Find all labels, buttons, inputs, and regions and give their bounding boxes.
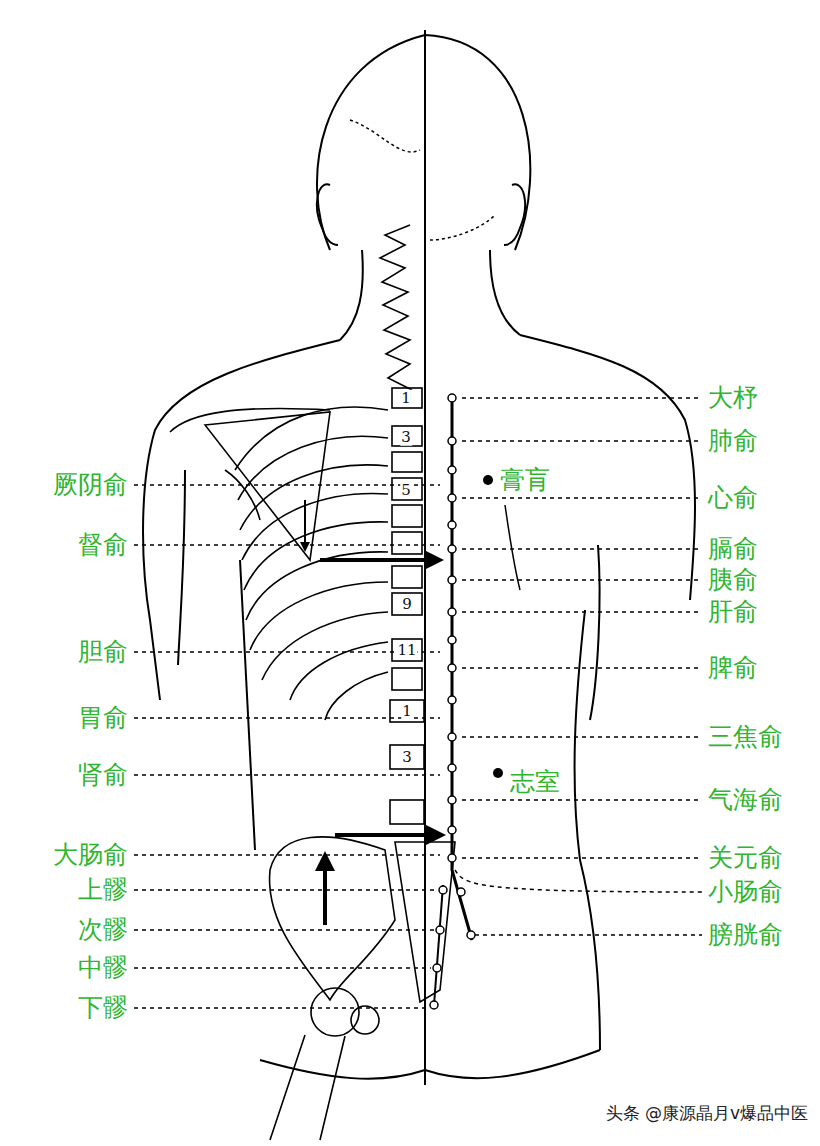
acupoint-label: 次髎	[78, 916, 128, 944]
acupoint-label: 志室	[510, 768, 560, 796]
skeleton	[170, 225, 455, 1140]
acupoint-label: 膈俞	[708, 535, 758, 563]
direction-arrows	[305, 500, 442, 925]
acupoint-label: 三焦俞	[708, 723, 783, 751]
acupoint-label: 膏肓	[500, 466, 550, 494]
acupoint-label: 心俞	[708, 484, 758, 512]
acupoint-label: 肝俞	[708, 598, 758, 626]
vertebra-number: 1	[400, 390, 412, 407]
body-outline	[143, 35, 695, 1079]
midline	[424, 30, 426, 1085]
acupoint-label: 气海俞	[708, 786, 783, 814]
acupoint-label: 大肠俞	[53, 841, 128, 869]
acupoint-label: 大杼	[708, 384, 758, 412]
acupoint-label: 督俞	[78, 531, 128, 559]
acupoint-label: 上髎	[78, 876, 128, 904]
watermark: 头条 @康源晶月v爆品中医	[606, 1104, 808, 1123]
vertebra-number: 3	[400, 429, 412, 446]
acupoint-label: 中髎	[78, 954, 128, 982]
acupoint-label: 胆俞	[78, 638, 128, 666]
vertebra-number: 11	[396, 642, 417, 659]
vertebra-number: 5	[400, 482, 412, 499]
acupoint-label: 关元俞	[708, 844, 783, 872]
acupoint-label: 脾俞	[708, 654, 758, 682]
acupoint-label: 下髎	[78, 994, 128, 1022]
vertebra-number: 9	[401, 596, 413, 613]
acupoint-label: 胃俞	[78, 704, 128, 732]
acupoint-label: 厥阴俞	[53, 471, 128, 499]
vertebra-number: 1	[401, 703, 413, 720]
acupoint-label: 胰俞	[708, 566, 758, 594]
acupoint-label: 肾俞	[78, 761, 128, 789]
acupoint-label: 肺俞	[708, 427, 758, 455]
acupoint-label: 膀胱俞	[708, 921, 783, 949]
acupoint-label: 小肠俞	[708, 878, 783, 906]
leader-lines	[134, 398, 702, 1008]
vertebra-number: 3	[401, 749, 413, 766]
acupoint-markers	[430, 394, 503, 1009]
